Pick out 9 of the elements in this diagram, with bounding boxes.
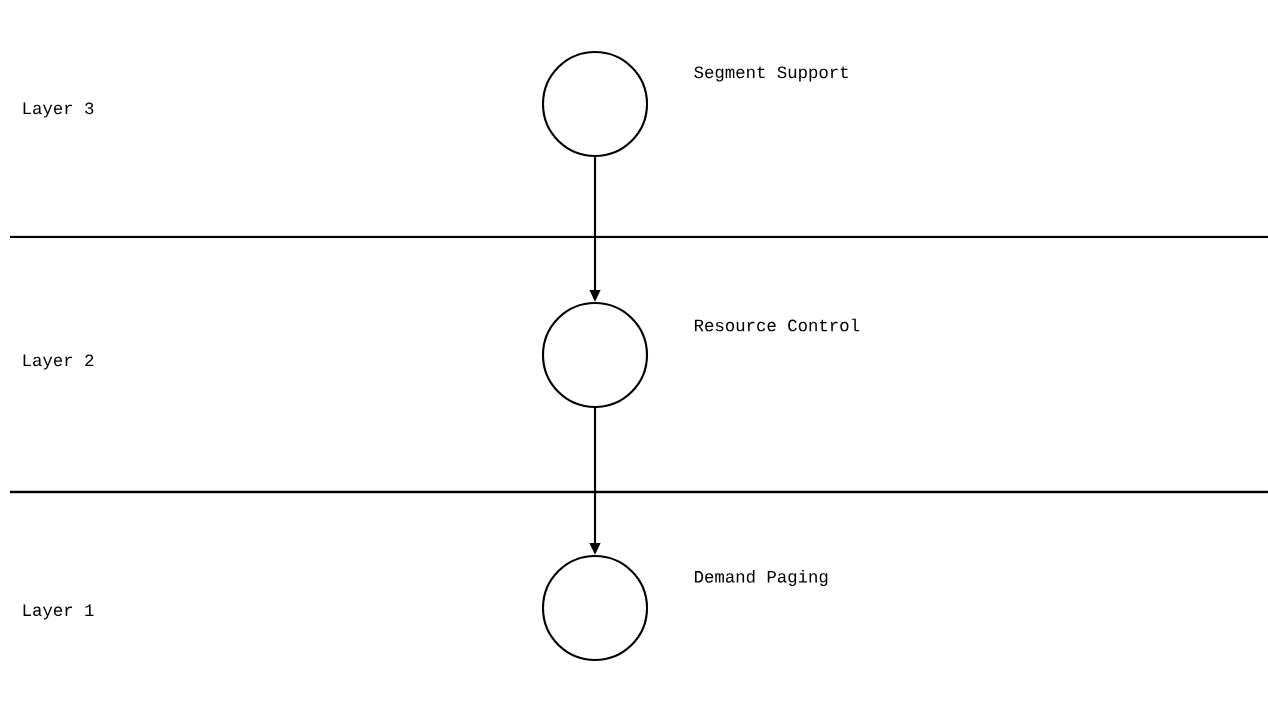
layer-label: Layer 1 (23, 604, 94, 620)
layer-label: Layer 3 (23, 102, 94, 118)
node-caption: Segment Support (694, 66, 848, 82)
circle (541, 50, 649, 158)
layer-label: Layer 2 (23, 354, 94, 370)
circle (541, 301, 649, 409)
node-caption: Demand Paging (695, 569, 828, 587)
node-caption: Resource Control (695, 318, 860, 332)
circle (541, 554, 649, 662)
